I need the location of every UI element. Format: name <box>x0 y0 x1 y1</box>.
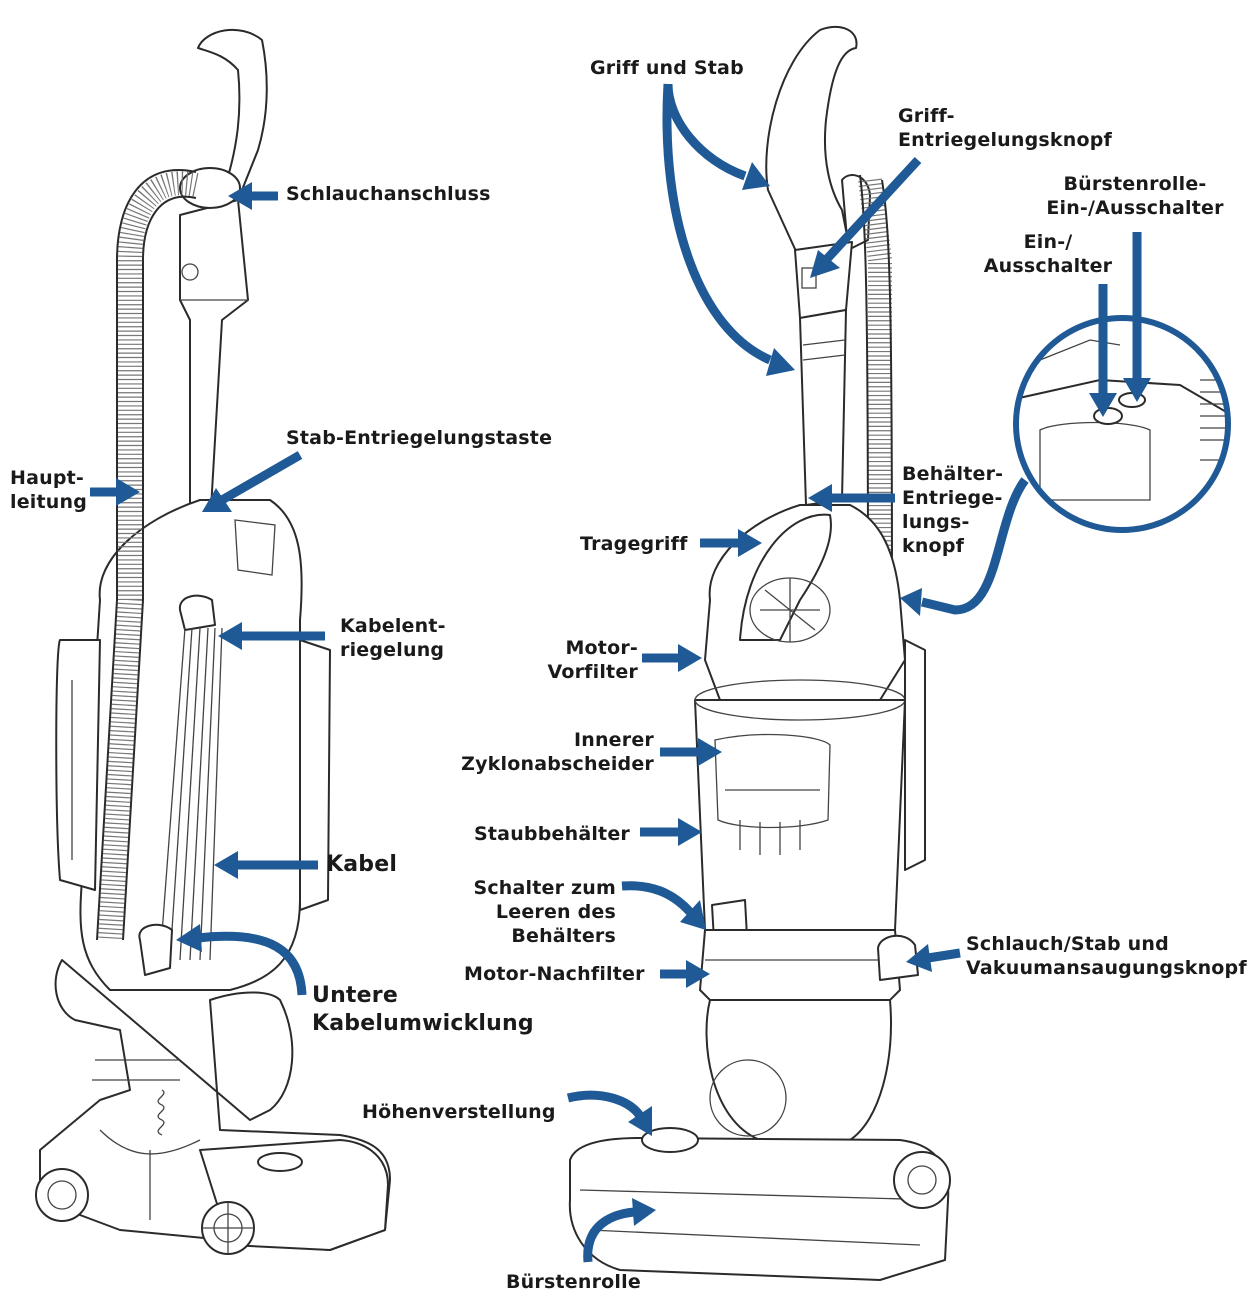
label-griff-entriegelungsknopf: Griff- Entriegelungsknopf <box>898 104 1112 152</box>
label-line: Ein-/Ausschalter <box>1046 197 1224 219</box>
label-line: Untere <box>312 983 398 1008</box>
label-griff-und-stab: Griff und Stab <box>590 57 744 79</box>
label-line: Kabelumwicklung <box>312 1011 534 1036</box>
label-line: Zyklonabscheider <box>461 753 654 775</box>
label-schalter-leeren: Schalter zum Leeren des Behälters <box>440 876 616 948</box>
label-line: Bürstenrolle- <box>1063 173 1207 195</box>
label-line: Behälters <box>511 925 616 947</box>
label-untere-kabelumwicklung: Untere Kabelumwicklung <box>312 982 534 1038</box>
label-motor-nachfilter: Motor-Nachfilter <box>464 963 645 985</box>
label-kabel: Kabel <box>326 852 398 877</box>
label-hauptleitung: Haupt- leitung <box>10 466 87 514</box>
label-line: Haupt- <box>10 467 85 489</box>
callout-arrows <box>90 83 1151 1263</box>
label-line: Vorfilter <box>547 661 638 683</box>
label-line: Kabelent- <box>340 615 446 637</box>
label-line: Griff- <box>898 105 955 127</box>
label-line: Leeren des <box>495 901 616 923</box>
label-line: leitung <box>10 491 88 513</box>
label-motor-vorfilter: Motor- Vorfilter <box>520 636 638 684</box>
label-line: Innerer <box>573 729 654 751</box>
label-line: Ausschalter <box>983 255 1113 277</box>
label-line: Vakuumansaugungsknopf <box>966 957 1247 979</box>
label-line: Schalter zum <box>473 877 616 899</box>
label-line: Entriegelungsknopf <box>898 129 1113 151</box>
left-vacuum <box>35 28 391 1255</box>
label-stab-entriegelungstaste: Stab-Entriegelungstaste <box>286 427 553 449</box>
switch-zoom-inset <box>1013 315 1231 533</box>
label-buerstenrolle: Bürstenrolle <box>506 1271 641 1293</box>
label-staubbehaelter: Staubbehälter <box>474 823 631 845</box>
label-hoehenverstellung: Höhenverstellung <box>362 1101 556 1123</box>
label-line: Schlauch/Stab und <box>966 933 1169 955</box>
label-line: Entriege- <box>902 487 1003 509</box>
label-buerstenrolle-schalter: Bürstenrolle- Ein-/Ausschalter <box>1030 172 1240 220</box>
label-schlauchanschluss: Schlauchanschluss <box>286 183 491 205</box>
label-schlauch-stab: Schlauch/Stab und Vakuumansaugungsknopf <box>966 932 1247 980</box>
right-vacuum <box>568 25 951 1281</box>
label-line: lungs- <box>902 511 970 533</box>
label-line: Behälter- <box>902 463 1004 485</box>
label-line: riegelung <box>340 639 445 661</box>
label-line: Motor- <box>565 637 638 659</box>
label-behaelter-entriegelungsknopf: Behälter- Entriege- lungs- knopf <box>902 462 1003 558</box>
label-kabelentriegelung: Kabelent- riegelung <box>340 614 446 662</box>
label-line: knopf <box>902 535 965 557</box>
label-ein-ausschalter: Ein-/ Ausschalter <box>978 230 1118 278</box>
label-innerer-zyklonabscheider: Innerer Zyklonabscheider <box>430 728 654 776</box>
label-line: Ein-/ <box>1023 231 1073 253</box>
label-tragegriff: Tragegriff <box>580 533 688 555</box>
